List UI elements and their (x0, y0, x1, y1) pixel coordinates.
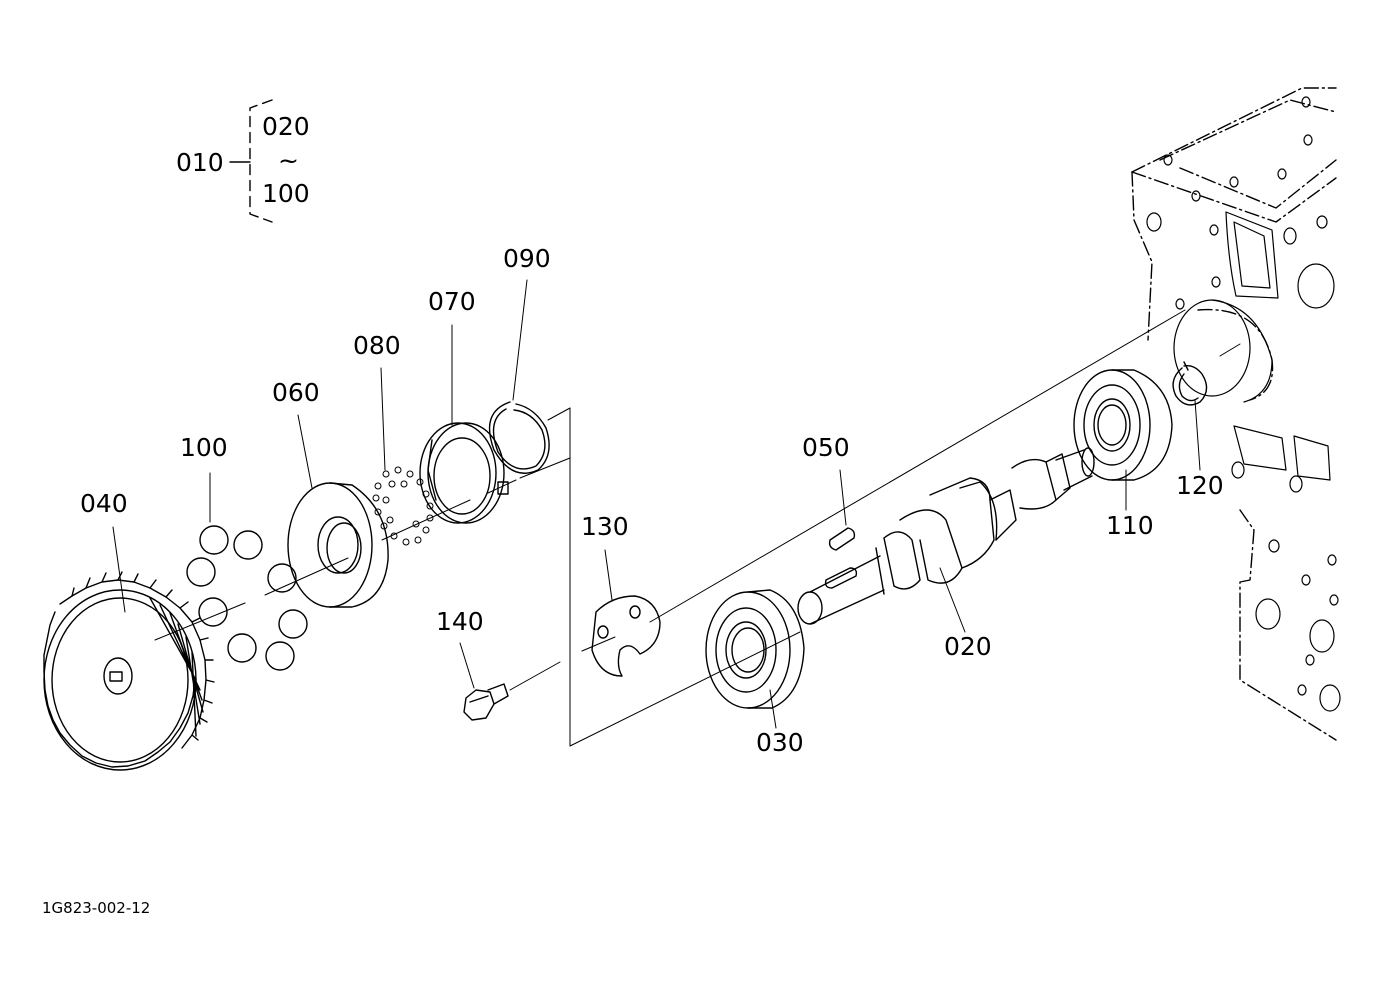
callout-130: 130 (581, 512, 629, 541)
stopper-130 (591, 595, 661, 677)
camshaft-020 (797, 447, 1095, 625)
callout-040: 040 (80, 489, 128, 518)
callout-060: 060 (272, 378, 320, 407)
callout-100: 100 (180, 433, 228, 462)
callout-020-range-start: 020 (262, 112, 310, 141)
callout-050: 050 (802, 433, 850, 462)
callout-030: 030 (756, 728, 804, 757)
callout-010: 010 (176, 148, 224, 177)
center-axis-lines (154, 309, 1241, 747)
engine-housing-details (1146, 96, 1341, 712)
callout-080: 080 (353, 331, 401, 360)
collar-070 (419, 422, 509, 524)
callout-100-range-end: 100 (262, 179, 310, 208)
callout-090: 090 (503, 244, 551, 273)
leader-lines (112, 279, 1201, 729)
callout-140: 140 (436, 607, 484, 636)
drawing-code: 1G823-002-12 (42, 899, 151, 917)
steel-balls-100 (186, 525, 308, 671)
thrust-plate-060 (287, 482, 389, 608)
ball-bearing-110 (1073, 369, 1173, 481)
callout-110: 110 (1106, 511, 1154, 540)
helical-gear-040 (43, 571, 215, 771)
callout-070: 070 (428, 287, 476, 316)
circlip-120 (1172, 361, 1208, 406)
snap-ring-090 (488, 401, 550, 474)
ball-bearing-030 (705, 589, 805, 709)
bolt-140 (463, 683, 509, 721)
ball-retainer-080 (372, 466, 434, 546)
assembly-bracket (229, 99, 273, 223)
engine-housing-outline (1131, 87, 1337, 741)
callout-020: 020 (944, 632, 992, 661)
key-050 (828, 527, 856, 551)
callout-120: 120 (1176, 471, 1224, 500)
range-tilde: ~ (278, 146, 299, 175)
